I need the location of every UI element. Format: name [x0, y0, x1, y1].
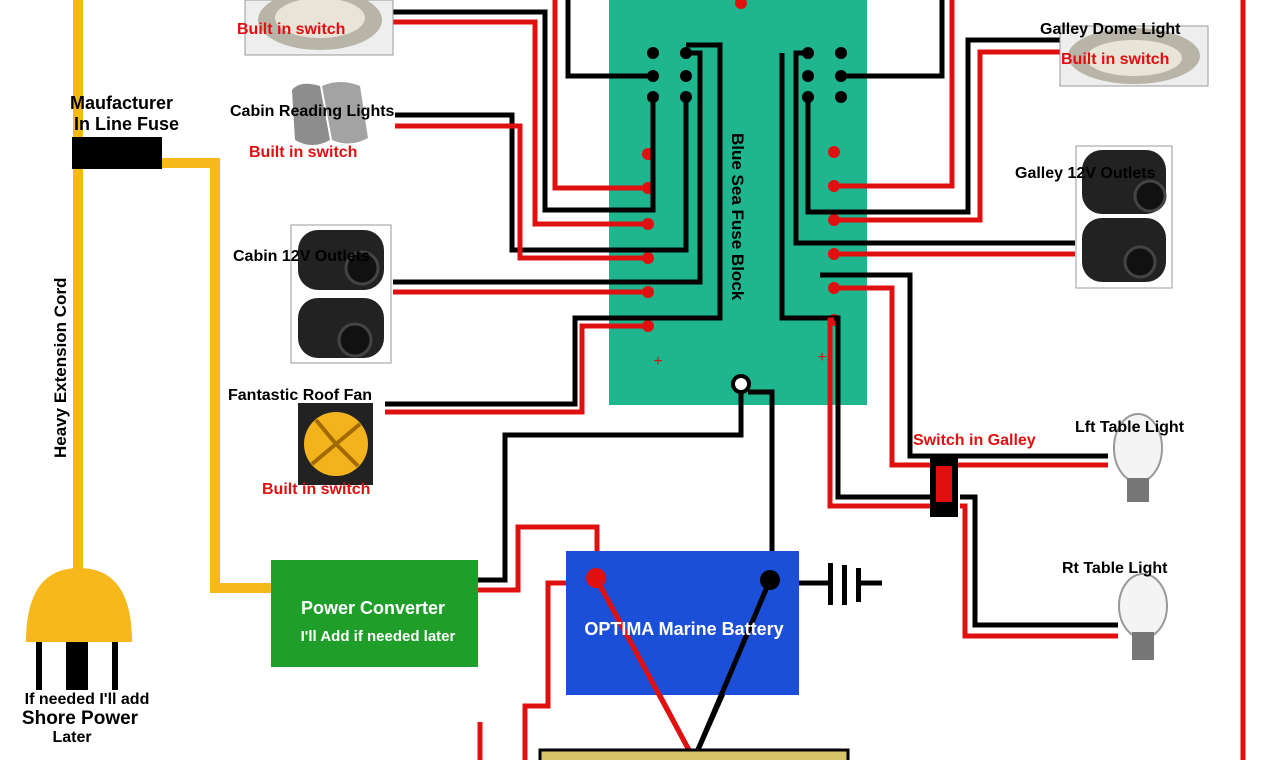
inline-fuse-label: In Line Fuse: [74, 114, 179, 134]
extension-cord-label: Heavy Extension Cord: [51, 278, 70, 458]
left-table-light-label: Lft Table Light: [1075, 419, 1185, 436]
roof-fan-icon: [298, 403, 373, 485]
galley-outlets-label: Galley 12V Outlets: [1015, 165, 1156, 182]
built-in-switch-fan-label: Built in switch: [262, 481, 370, 498]
left-circuits-wiring: [385, 0, 775, 583]
fuse-block-terminals: + +: [642, 0, 847, 394]
reading-light-icon: [292, 82, 368, 145]
galley-dome-light-label: Galley Dome Light: [1040, 21, 1181, 38]
battery-label: OPTIMA Marine Battery: [584, 619, 783, 639]
built-in-switch-top-label: Built in switch: [237, 21, 345, 38]
built-in-switch-galley-label: Built in switch: [1061, 51, 1169, 68]
right-table-light-label: Rt Table Light: [1062, 560, 1168, 577]
galley-switch-icon: [930, 455, 958, 517]
inline-fuse: [72, 137, 162, 169]
reading-lights-label: Cabin Reading Lights: [230, 103, 395, 120]
cabin-outlet-icon: [290, 224, 392, 364]
power-converter: [271, 560, 478, 667]
fuse-block-label: Blue Sea Fuse Block: [728, 133, 747, 301]
shore-power-wiring: [73, 0, 272, 593]
dome-light-icon: [244, 0, 394, 56]
shore-label-3: Later: [52, 729, 91, 746]
svg-text:+: +: [653, 353, 662, 370]
left-table-bulb-icon: [1113, 413, 1163, 502]
converter-note: I'll Add if needed later: [301, 628, 456, 645]
bottom-bus: [538, 748, 850, 760]
right-table-bulb-icon: [1118, 573, 1168, 660]
roof-fan-label: Fantastic Roof Fan: [228, 387, 372, 404]
power-converter-label: Power Converter: [301, 598, 445, 618]
cabin-outlets-label: Cabin 12V Outlets: [233, 248, 370, 265]
shore-plug-icon: [26, 568, 132, 690]
galley-outlet-icon: [1075, 145, 1173, 289]
switch-in-galley-label: Switch in Galley: [913, 432, 1036, 449]
svg-text:+: +: [817, 349, 826, 366]
built-in-switch-reading-label: Built in switch: [249, 144, 357, 161]
galley-dome-light-icon: [1059, 25, 1209, 87]
shore-label-2: Shore Power: [22, 708, 139, 729]
right-circuits-wiring: [779, 0, 1246, 760]
shore-label-1: If needed I'll add: [25, 691, 150, 708]
manufacturer-label: Maufacturer: [70, 93, 173, 113]
